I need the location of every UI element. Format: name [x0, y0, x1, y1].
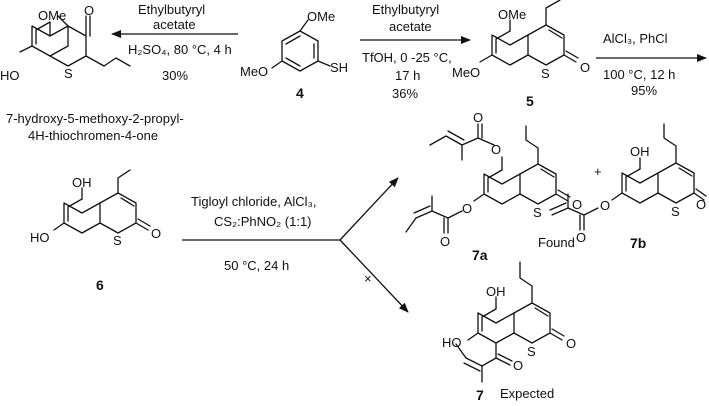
compound-7-structure: OH HO O S O 7 Expected	[442, 261, 576, 403]
compound-name-line: 4H-thiochromen-4-one	[28, 128, 158, 143]
found-label: Found	[538, 235, 575, 250]
condition-label: TfOH, 0 -25 °C,	[362, 50, 452, 65]
atom-label: O	[84, 3, 94, 18]
atom-label: HO	[442, 335, 462, 350]
expected-label: Expected	[500, 386, 554, 401]
condition-label: 17 h	[395, 68, 420, 83]
atom-label: O	[566, 336, 576, 351]
atom-label: S	[64, 66, 73, 81]
atom-label: S	[527, 344, 536, 359]
compound-5-structure: OMe MeO S O 5	[452, 0, 590, 109]
atom-label: MeO	[452, 65, 480, 80]
atom-label: MeO	[240, 64, 268, 79]
atom-label: O	[440, 234, 450, 249]
thiochromen-4-one-structure: OMe O HO S	[0, 3, 131, 83]
compound-number: 5	[526, 93, 534, 109]
reaction-arrow-right: Ethylbutyryl acetate TfOH, 0 -25 °C, 17 …	[360, 2, 471, 101]
yield-label: 30%	[162, 68, 188, 83]
atom-label: S	[533, 205, 542, 220]
reagent-label: Ethylbutyryl	[138, 2, 205, 17]
cross-mark: ×	[364, 271, 372, 286]
compound-7b-structure: OH O O S O 7b	[549, 123, 707, 251]
atom-label: O	[576, 230, 586, 245]
compound-4-structure: OMe MeO SH 4	[240, 9, 348, 101]
atom-label: OMe	[307, 9, 335, 24]
condition-label: CS₂:PhNO₂ (1:1)	[214, 214, 312, 229]
atom-label: HO	[30, 230, 50, 245]
reaction-arrow-left: Ethylbutyryl acetate H₂SO₄, 80 °C, 4 h 3…	[111, 2, 238, 83]
atom-label: SH	[330, 60, 348, 75]
condition-label: 100 °C, 12 h	[603, 67, 675, 82]
compound-name-line: 7-hydroxy-5-methoxy-2-propyl-	[6, 111, 184, 126]
atom-label: S	[671, 204, 680, 219]
compound-number: 7a	[472, 247, 488, 263]
reaction-arrow-demethylation: AlCl₃, PhCl 100 °C, 12 h 95%	[596, 31, 707, 98]
reaction-arrow-acylation: Tigloyl chloride, AlCl₃, CS₂:PhNO₂ (1:1)…	[182, 177, 409, 313]
atom-label: S	[541, 66, 550, 81]
atom-label: OMe	[38, 8, 66, 23]
compound-6-structure: OH HO S O 6	[30, 169, 161, 293]
atom-label: O	[600, 198, 610, 213]
condition-label: Tigloyl chloride, AlCl₃,	[191, 194, 316, 209]
condition-label: AlCl₃, PhCl	[603, 31, 668, 46]
compound-number: 6	[96, 277, 104, 293]
atom-label: OH	[630, 144, 650, 159]
atom-label: O	[580, 60, 590, 75]
compound-number: 4	[296, 85, 304, 101]
compound-number: 7b	[630, 235, 646, 251]
atom-label: HO	[0, 68, 20, 83]
side-product-name: 7-hydroxy-5-methoxy-2-propyl- 4H-thiochr…	[6, 111, 184, 143]
atom-label: OMe	[498, 7, 526, 22]
atom-label: S	[113, 233, 122, 248]
atom-label: O	[572, 197, 582, 212]
atom-label: O	[491, 142, 501, 157]
atom-label: OH	[72, 175, 92, 190]
compound-number: 7	[476, 387, 484, 403]
yield-label: 36%	[392, 86, 418, 101]
atom-label: O	[151, 226, 161, 241]
condition-label: 50 °C, 24 h	[224, 258, 289, 273]
reagent-label: acetate	[153, 17, 196, 32]
plus-sign: +	[594, 164, 602, 179]
reagent-label: acetate	[389, 19, 432, 34]
reagent-label: Ethylbutyryl	[372, 2, 439, 17]
compound-7a-structure: O O O O S O 7a Found	[405, 110, 582, 263]
atom-label: O	[473, 110, 483, 125]
condition-label: H₂SO₄, 80 °C, 4 h	[128, 42, 232, 57]
atom-label: OH	[486, 284, 506, 299]
atom-label: O	[462, 201, 472, 216]
atom-label: O	[696, 197, 706, 212]
yield-label: 95%	[631, 83, 657, 98]
atom-label: O	[513, 358, 523, 373]
